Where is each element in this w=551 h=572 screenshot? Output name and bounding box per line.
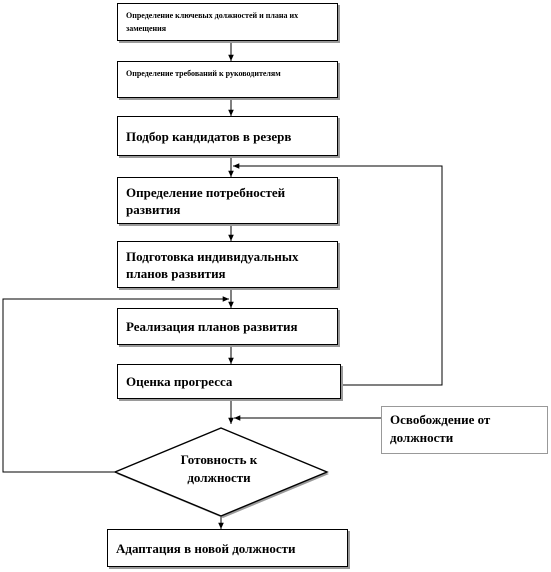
node-requirements: Определение требований к руководителям (117, 61, 338, 98)
edge-feedback-assessment-to-needs (233, 163, 443, 386)
node-adaptation: Адаптация в новой должности (107, 529, 348, 567)
node-readiness-label: Готовность к должности (180, 452, 258, 485)
node-implementation: Реализация планов развития (117, 308, 338, 345)
node-needs: Определение потребностей развития (117, 177, 338, 224)
edge-feedback-readiness-to-implementation (2, 296, 229, 473)
node-assessment: Оценка прогресса (117, 364, 341, 399)
node-vacancy: Освобождение от должности (381, 406, 548, 454)
readiness-diamond (113, 427, 329, 517)
node-candidates: Подбор кандидатов в резерв (117, 116, 338, 156)
node-key-positions: Определение ключевых должностей и плана … (117, 3, 338, 41)
node-plans: Подготовка индивидуальных планов развити… (117, 241, 338, 288)
